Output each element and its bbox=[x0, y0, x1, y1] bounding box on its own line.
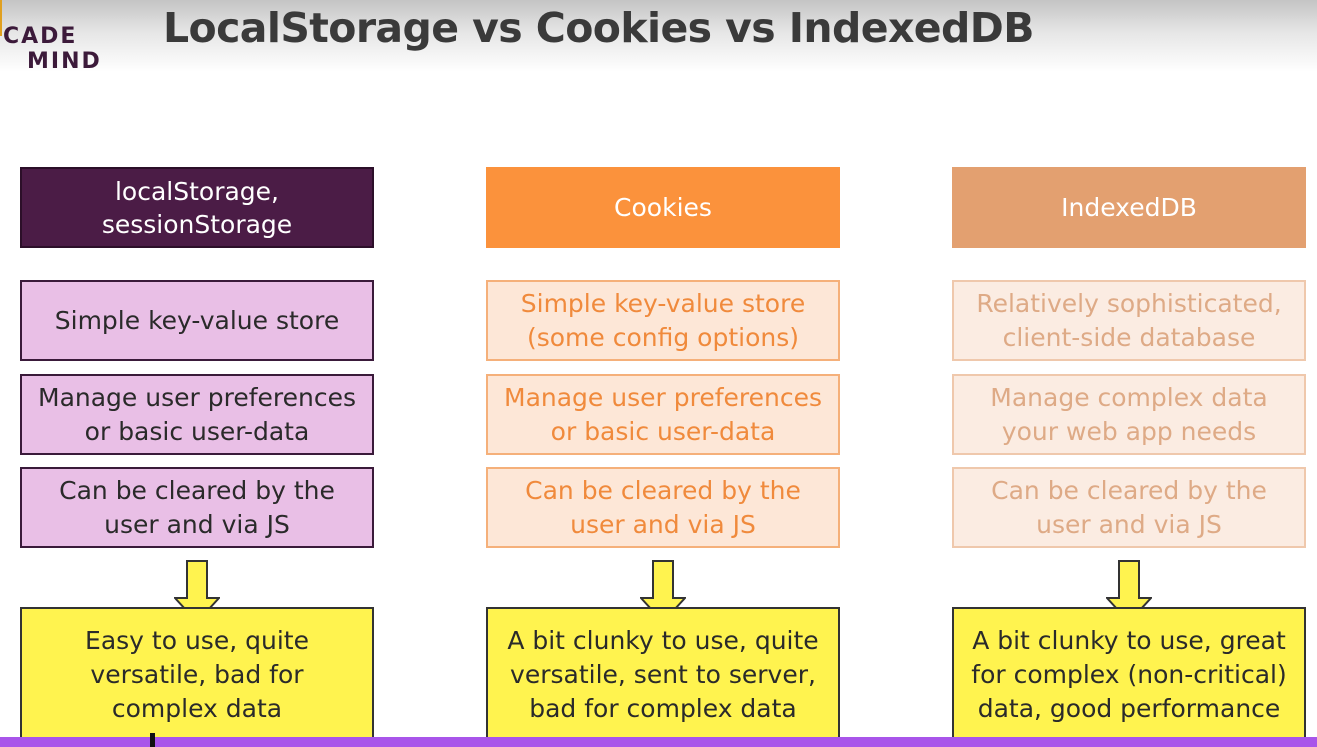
feature-use-case: Manage user preferences or basic user-da… bbox=[486, 374, 840, 455]
column-header-indexeddb: IndexedDB bbox=[952, 167, 1306, 248]
feature-line: user and via JS bbox=[570, 509, 756, 539]
feature-line: Can be cleared by the bbox=[525, 475, 801, 505]
feature-use-case: Manage complex data your web app needs bbox=[952, 374, 1306, 455]
video-progress-bar[interactable] bbox=[0, 737, 1317, 747]
logo: CADE MIND bbox=[3, 24, 102, 74]
verdict-line: data, good performance bbox=[977, 694, 1281, 723]
feature-use-case: Manage user preferences or basic user-da… bbox=[20, 374, 374, 455]
feature-line: your web app needs bbox=[1001, 416, 1257, 446]
verdict-line: A bit clunky to use, great bbox=[972, 626, 1286, 655]
feature-store-type: Simple key-value store bbox=[20, 280, 374, 361]
feature-line: (some config options) bbox=[526, 322, 800, 352]
verdict-line: bad for complex data bbox=[529, 694, 797, 723]
feature-clearing: Can be cleared by the user and via JS bbox=[20, 467, 374, 548]
verdict-line: versatile, sent to server, bbox=[510, 660, 816, 689]
header-line: sessionStorage bbox=[101, 209, 293, 239]
title-bar-background bbox=[0, 0, 1317, 72]
feature-clearing: Can be cleared by the user and via JS bbox=[952, 467, 1306, 548]
logo-line-1: CADE bbox=[3, 24, 78, 49]
header-line: localStorage, bbox=[114, 176, 279, 206]
feature-store-type: Simple key-value store (some config opti… bbox=[486, 280, 840, 361]
column-indexeddb: IndexedDB Relatively sophisticated, clie… bbox=[952, 0, 1306, 747]
verdict-line: versatile, bad for bbox=[90, 660, 304, 689]
verdict-line: for complex (non-critical) bbox=[971, 660, 1287, 689]
column-header-cookies: Cookies bbox=[486, 167, 840, 248]
verdict-line: Easy to use, quite bbox=[85, 626, 309, 655]
accent-line bbox=[0, 0, 2, 36]
feature-line: Manage user preferences bbox=[504, 382, 822, 412]
feature-clearing: Can be cleared by the user and via JS bbox=[486, 467, 840, 548]
verdict-box: Easy to use, quite versatile, bad for co… bbox=[20, 607, 374, 747]
verdict-line: complex data bbox=[111, 694, 283, 723]
feature-line: user and via JS bbox=[104, 509, 290, 539]
feature-line: client-side database bbox=[1002, 322, 1256, 352]
verdict-box: A bit clunky to use, great for complex (… bbox=[952, 607, 1306, 747]
feature-store-type: Relatively sophisticated, client-side da… bbox=[952, 280, 1306, 361]
verdict-line: A bit clunky to use, quite bbox=[507, 626, 819, 655]
feature-line: Manage complex data bbox=[990, 382, 1268, 412]
header-line: Cookies bbox=[614, 193, 712, 222]
logo-line-2: MIND bbox=[27, 49, 102, 74]
feature-line: Simple key-value store bbox=[520, 288, 806, 318]
feature-line: Relatively sophisticated, bbox=[976, 288, 1282, 318]
feature-line: or basic user-data bbox=[84, 416, 310, 446]
progress-scrubber-handle[interactable] bbox=[150, 733, 155, 747]
verdict-box: A bit clunky to use, quite versatile, se… bbox=[486, 607, 840, 747]
feature-line: Manage user preferences bbox=[38, 382, 356, 412]
slide-title: LocalStorage vs Cookies vs IndexedDB bbox=[163, 4, 1034, 52]
feature-line: Simple key-value store bbox=[54, 305, 340, 335]
column-header-localstorage: localStorage, sessionStorage bbox=[20, 167, 374, 248]
feature-line: or basic user-data bbox=[550, 416, 776, 446]
column-cookies: Cookies Simple key-value store (some con… bbox=[486, 0, 840, 747]
feature-line: user and via JS bbox=[1036, 509, 1222, 539]
feature-line: Can be cleared by the bbox=[991, 475, 1267, 505]
feature-line: Can be cleared by the bbox=[59, 475, 335, 505]
header-line: IndexedDB bbox=[1061, 193, 1197, 222]
column-localstorage: localStorage, sessionStorage Simple key-… bbox=[20, 0, 374, 747]
